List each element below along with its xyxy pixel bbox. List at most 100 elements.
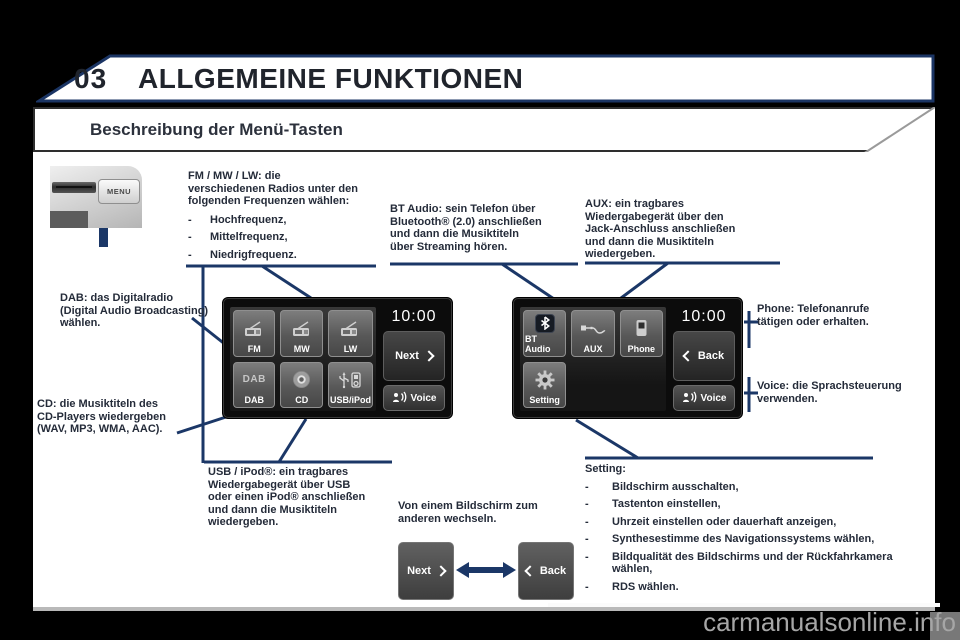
- banner-outline: [36, 54, 935, 103]
- button-label: Voice: [700, 392, 727, 404]
- chevron-right-icon: [423, 350, 435, 362]
- corner-fold: [863, 107, 935, 154]
- media-button-grid: BT Audio AUX Phone: [520, 307, 666, 411]
- clock: 10:00: [391, 308, 437, 325]
- empty-cell: [620, 362, 663, 409]
- lw-button[interactable]: LW: [327, 310, 373, 357]
- chevron-left-icon: [682, 350, 694, 362]
- mw-button[interactable]: MW: [280, 310, 323, 357]
- annotation-line: wiedergeben.: [585, 248, 656, 260]
- annotation-line: Von einem Bildschirm zum: [398, 500, 538, 512]
- section-bar: Beschreibung der Menü-Tasten: [33, 107, 935, 154]
- voice-icon: [392, 391, 407, 406]
- voice-button[interactable]: Voice: [383, 385, 445, 411]
- bullet-item: RDS wählen.: [612, 580, 679, 593]
- chapter-number: 03: [74, 63, 108, 94]
- chapter-banner: 03 ALLGEMEINE FUNKTIONEN: [36, 54, 936, 104]
- bullet-item: Mittelfrequenz,: [210, 231, 288, 243]
- annotation-line: Wiedergabegerät über den: [585, 210, 724, 223]
- button-label: Back: [697, 350, 725, 362]
- back-button[interactable]: Back: [673, 331, 735, 381]
- switcher-back-button[interactable]: Back: [518, 542, 574, 600]
- radio-button-grid: FM MW LW DAB DAB: [230, 307, 376, 411]
- button-label: MW: [293, 343, 310, 354]
- sheet-edge: [548, 603, 940, 607]
- annotation-line: oder einen iPod® anschließen: [208, 491, 366, 503]
- chevron-right-icon: [435, 565, 447, 577]
- button-label: Setting: [529, 395, 560, 405]
- annotation-aux: AUX: ein tragbares Wiedergabegerät über …: [585, 198, 735, 261]
- section-title: Beschreibung der Menü-Tasten: [90, 120, 343, 139]
- radio-screen: FM MW LW DAB DAB: [222, 297, 453, 419]
- bullet-item: Bildschirm ausschalten,: [612, 480, 739, 493]
- annotation-dab: DAB: das Digitalradio (Digital Audio Bro…: [60, 292, 208, 330]
- annotation-line: folgenden Frequenzen wählen:: [188, 195, 350, 207]
- annotation-line: wählen.: [60, 317, 101, 329]
- cd-slot-icon: [52, 182, 96, 193]
- button-label: Phone: [627, 343, 656, 354]
- usb-ipod-icon: [338, 365, 362, 396]
- annotation-line: AUX: ein tragbares: [585, 198, 685, 210]
- annotation-line: über Streaming hören.: [390, 240, 508, 253]
- annotation-voice: Voice: die Sprachsteuerung verwenden.: [757, 380, 902, 405]
- annotation-line: (WAV, MP3, WMA, AAC).: [37, 423, 163, 435]
- annotation-usb: USB / iPod®: ein tragbares Wiedergabeger…: [208, 466, 365, 529]
- annotation-line: und dann die Musiktiteln: [390, 228, 519, 240]
- radio-icon: [339, 313, 361, 344]
- annotation-line: FM / MW / LW: die: [188, 170, 281, 182]
- watermark-block: [930, 612, 960, 640]
- menu-hard-key[interactable]: MENU: [98, 179, 140, 204]
- clock: 10:00: [681, 308, 727, 325]
- annotation-line: DAB: das Digitalradio: [60, 292, 174, 304]
- button-label: CD: [295, 395, 309, 405]
- switcher-next-button[interactable]: Next: [398, 542, 454, 600]
- usb-ipod-button[interactable]: USB/iPod: [327, 361, 373, 408]
- aux-button[interactable]: AUX: [571, 310, 615, 357]
- dab-button[interactable]: DAB DAB: [233, 361, 276, 408]
- annotation-line: und dann die Musiktiteln: [208, 503, 337, 516]
- gear-icon: [535, 365, 555, 396]
- bluetooth-icon: [534, 313, 555, 334]
- setting-button[interactable]: Setting: [523, 361, 567, 408]
- dab-icon: DAB: [242, 373, 266, 385]
- annotation-line: BT Audio: sein Telefon über: [390, 203, 536, 215]
- cd-button[interactable]: CD: [280, 361, 323, 408]
- annotation-line: Bluetooth® (2.0) anschließen: [390, 215, 542, 228]
- display-corner: [50, 211, 88, 228]
- radio-icon: [291, 313, 313, 344]
- button-label: AUX: [583, 343, 603, 354]
- button-label: USB/iPod: [329, 395, 371, 405]
- annotation-bt-audio: BT Audio: sein Telefon über Bluetooth® (…: [390, 203, 542, 253]
- phone-button[interactable]: Phone: [619, 310, 663, 357]
- radio-right-column: 10:00 Next Voice: [383, 307, 445, 411]
- bullet-item: Synthesestimme des Navigationssystems wä…: [612, 533, 875, 545]
- bt-audio-button[interactable]: BT Audio: [523, 310, 567, 357]
- media-right-column: 10:00 Back Voice: [673, 307, 735, 411]
- button-label: Voice: [410, 392, 437, 404]
- cd-disc-icon: [293, 365, 311, 396]
- jack-cable-icon: [580, 313, 606, 344]
- fm-button[interactable]: FM: [233, 310, 276, 357]
- annotation-line: verwenden.: [757, 392, 818, 405]
- annotation-fm: FM / MW / LW: die verschiedenen Radios u…: [188, 170, 358, 261]
- annotation-line: verschiedenen Radios unter den: [188, 182, 358, 195]
- annotation-phone: Phone: Telefonanrufe tätigen oder erhalt…: [757, 303, 869, 328]
- button-label: DAB: [244, 395, 264, 405]
- voice-button[interactable]: Voice: [673, 385, 735, 411]
- bullet-item: Hochfrequenz,: [210, 213, 287, 226]
- page-title: ALLGEMEINE FUNKTIONEN: [138, 63, 524, 94]
- annotation-line: Phone: Telefonanrufe: [757, 303, 870, 315]
- radio-icon: [243, 313, 265, 344]
- bullet-item: Tastenton einstellen,: [612, 498, 721, 510]
- watermark: carmanualsonline.info: [703, 607, 956, 637]
- button-label: Next: [407, 565, 431, 577]
- empty-cell: [571, 362, 614, 409]
- next-button[interactable]: Next: [383, 331, 445, 381]
- button-label: BT Audio: [525, 333, 551, 354]
- annotation-setting: Setting: Bildschirm ausschalten, Tastent…: [585, 463, 904, 593]
- annotation-line: Jack-Anschluss anschließen: [585, 223, 736, 235]
- phone-icon: [635, 313, 648, 344]
- annotation-switch: Von einem Bildschirm zum anderen wechsel…: [398, 500, 538, 525]
- annotation-line: anderen wechseln.: [398, 512, 497, 525]
